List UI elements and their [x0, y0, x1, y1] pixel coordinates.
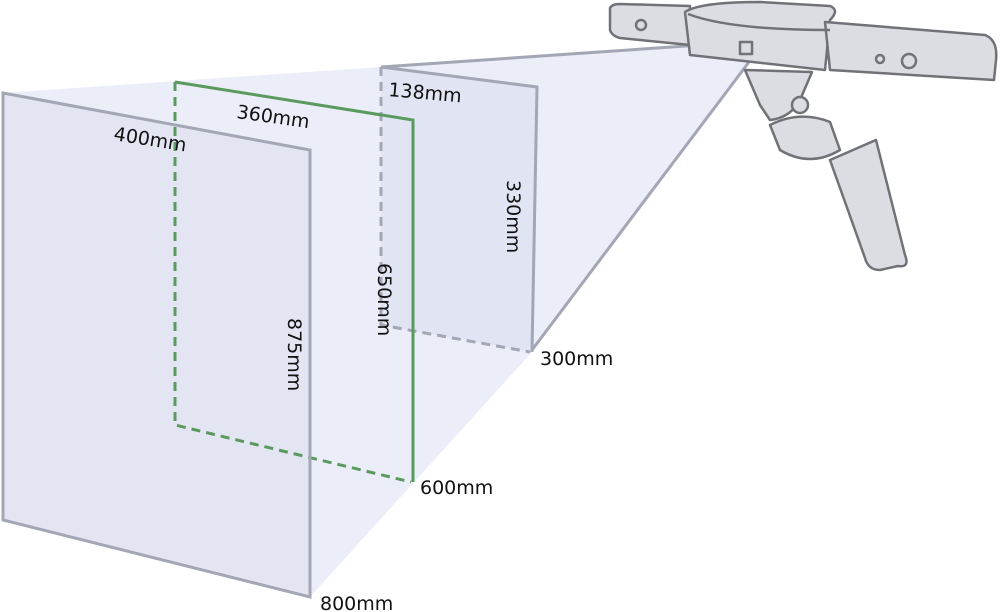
mid-height-label: 650mm — [373, 263, 395, 336]
mid-distance-label: 600mm — [420, 477, 493, 499]
near-plane-fill — [381, 67, 537, 352]
near-distance-label: 300mm — [540, 348, 613, 370]
far-distance-label: 800mm — [320, 593, 393, 612]
mid-plane-frame — [174, 80, 415, 482]
3d-scanner-icon — [608, 0, 998, 272]
near-plane-hidden-edges — [379, 67, 531, 354]
ray-bottom — [530, 57, 754, 351]
far-plane-fill — [3, 93, 310, 597]
near-plane-frame — [380, 65, 539, 353]
near-height-label: 330mm — [502, 180, 524, 253]
far-plane-frame — [1, 91, 312, 599]
far-height-label: 875mm — [283, 318, 305, 391]
ray-top — [380, 40, 746, 69]
